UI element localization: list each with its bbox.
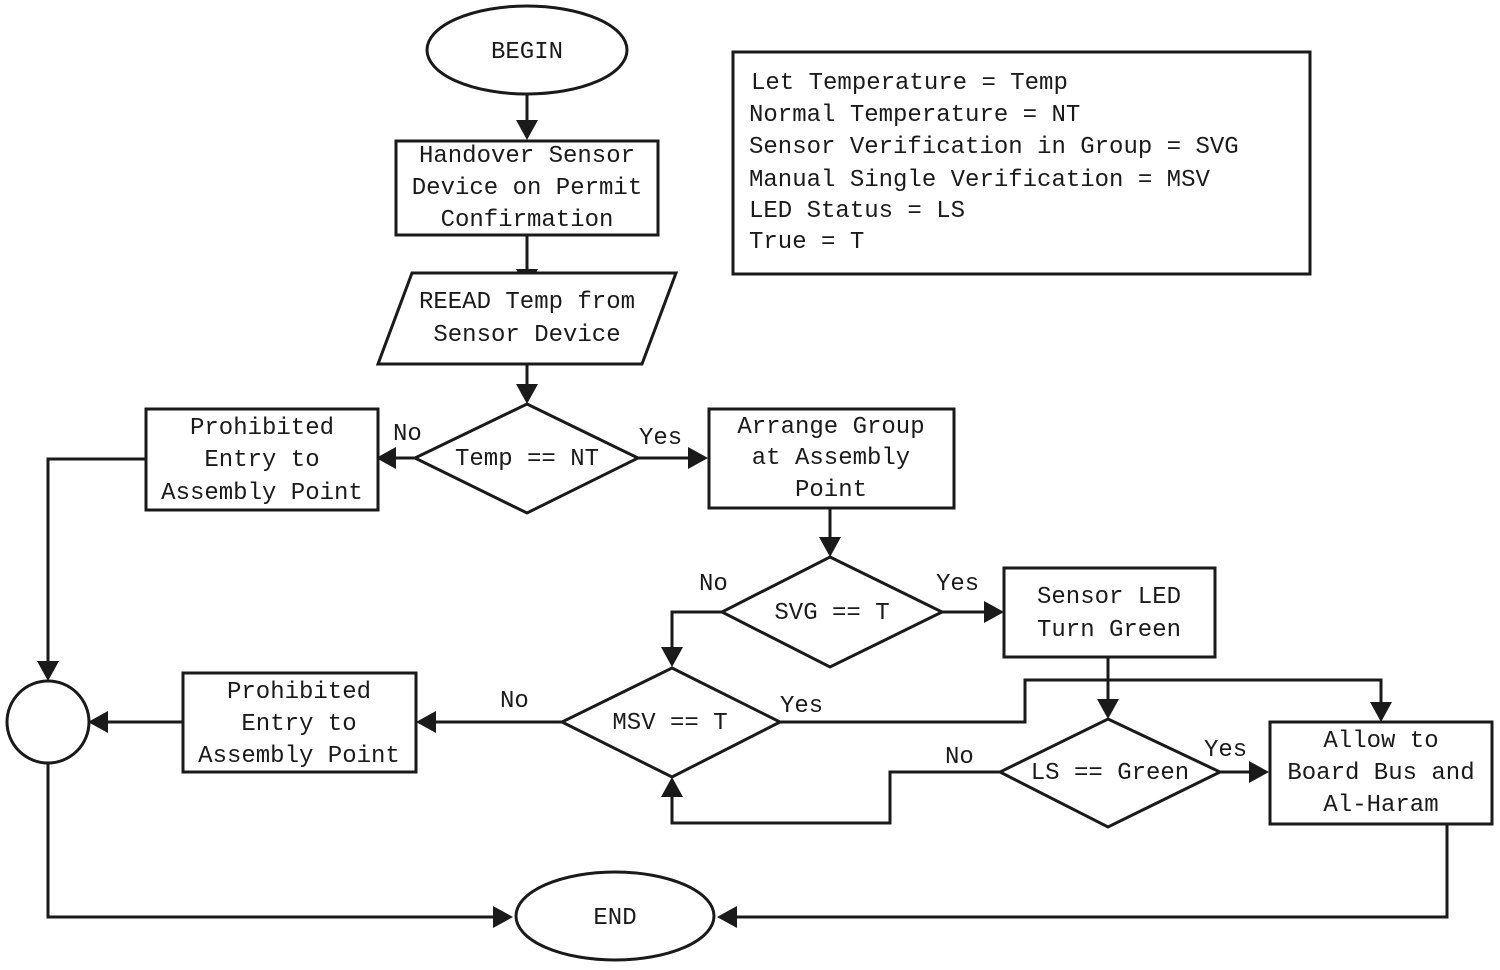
allow-label-line3: Al-Haram — [1323, 792, 1438, 819]
arrowheads — [37, 120, 1392, 928]
msv-decision: MSV == T — [558, 666, 784, 779]
allow-label-line1: Allow to — [1323, 728, 1438, 755]
edge-connector-end — [46, 764, 497, 919]
read-label-line1: REEAD Temp from — [419, 289, 635, 316]
arrowhead — [516, 384, 538, 404]
begin-terminal: BEGIN — [425, 4, 629, 96]
begin-label: BEGIN — [491, 39, 563, 66]
handover-label-line3: Confirmation — [441, 207, 614, 234]
sensor-led-label-line1: Sensor LED — [1037, 584, 1181, 611]
ls-decision-label: LS == Green — [1031, 760, 1189, 787]
handover-label-line2: Device on Permit — [412, 175, 642, 202]
arrange-group-process: Arrange Group at Assembly Point — [707, 407, 956, 510]
edge-ls-msv — [672, 770, 1000, 825]
read-input: REEAD Temp from Sensor Device — [375, 271, 679, 366]
svg-yes-label: Yes — [936, 571, 979, 598]
arrowhead — [376, 447, 396, 469]
prohibited1-label-line1: Prohibited — [190, 415, 334, 442]
ls-yes-label: Yes — [1204, 737, 1247, 764]
connectors — [46, 94, 1449, 919]
edge-msv-allow — [780, 678, 1383, 724]
prohibited2-label-line1: Prohibited — [227, 679, 371, 706]
arrowhead — [1249, 761, 1269, 783]
allow-label-line2: Board Bus and — [1287, 760, 1474, 787]
svg-decision-label: SVG == T — [774, 600, 889, 627]
svg-no-label: No — [699, 571, 728, 598]
legend-line-1: Let Temperature = Temp — [751, 70, 1068, 97]
end-terminal: END — [514, 870, 716, 962]
edge-svg-msv — [670, 610, 722, 651]
arrowhead — [819, 537, 841, 557]
connector-circle — [5, 679, 91, 765]
arrowhead — [688, 447, 708, 469]
legend-line-5: LED Status = LS — [749, 198, 965, 225]
temp-no-label: No — [393, 421, 422, 448]
sensor-led-process: Sensor LED Turn Green — [1002, 566, 1217, 659]
prohibited-entry-2: Prohibited Entry to Assembly Point — [181, 671, 418, 774]
end-label: END — [593, 905, 636, 932]
legend-line-6: True = T — [749, 229, 864, 256]
arrowhead — [1097, 699, 1119, 719]
prohibited2-label-line3: Assembly Point — [198, 743, 400, 770]
prohibited1-label-line2: Entry to — [204, 447, 319, 474]
temp-decision-label: Temp == NT — [455, 446, 599, 473]
msv-no-label: No — [500, 688, 529, 715]
legend-line-2: Normal Temperature = NT — [749, 102, 1080, 129]
temp-decision: Temp == NT — [411, 402, 642, 515]
ls-decision: LS == Green — [996, 717, 1224, 829]
prohibited2-label-line2: Entry to — [241, 711, 356, 738]
ls-no-label: No — [945, 744, 974, 771]
arrange-label-line1: Arrange Group — [737, 414, 924, 441]
msv-decision-label: MSV == T — [612, 710, 727, 737]
arrowhead — [416, 711, 436, 733]
arrange-label-line3: Point — [795, 477, 867, 504]
edge-allow-end — [733, 824, 1449, 919]
prohibited1-label-line3: Assembly Point — [161, 480, 363, 507]
read-label-line2: Sensor Device — [433, 322, 620, 349]
edge-prohibited1-connector — [46, 457, 146, 665]
arrowhead — [984, 601, 1004, 623]
prohibited-entry-1: Prohibited Entry to Assembly Point — [144, 407, 380, 512]
temp-yes-label: Yes — [639, 425, 682, 452]
arrowhead — [717, 906, 737, 928]
svg-decision: SVG == T — [718, 555, 946, 669]
arrowhead — [37, 661, 59, 681]
legend-line-4: Manual Single Verification = MSV — [749, 167, 1210, 194]
arrowhead — [493, 906, 513, 928]
msv-yes-label: Yes — [780, 693, 823, 720]
legend-line-3: Sensor Verification in Group = SVG — [749, 134, 1239, 161]
arrowhead — [88, 711, 108, 733]
allow-board-process: Allow to Board Bus and Al-Haram — [1268, 720, 1494, 826]
arrowhead — [661, 777, 683, 797]
arrowhead — [1370, 702, 1392, 722]
arrowhead — [661, 647, 683, 667]
edge-ls-msv-b — [670, 793, 890, 825]
arrowhead — [516, 120, 538, 140]
legend-box: Let Temperature = Temp Normal Temperatur… — [731, 50, 1312, 276]
arrange-label-line2: at Assembly — [752, 445, 910, 472]
handover-process: Handover Sensor Device on Permit Confirm… — [394, 139, 660, 237]
sensor-led-label-line2: Turn Green — [1037, 617, 1181, 644]
edge-labels: No Yes No Yes No Yes No Yes — [393, 421, 1247, 771]
handover-label-line1: Handover Sensor — [419, 143, 635, 170]
